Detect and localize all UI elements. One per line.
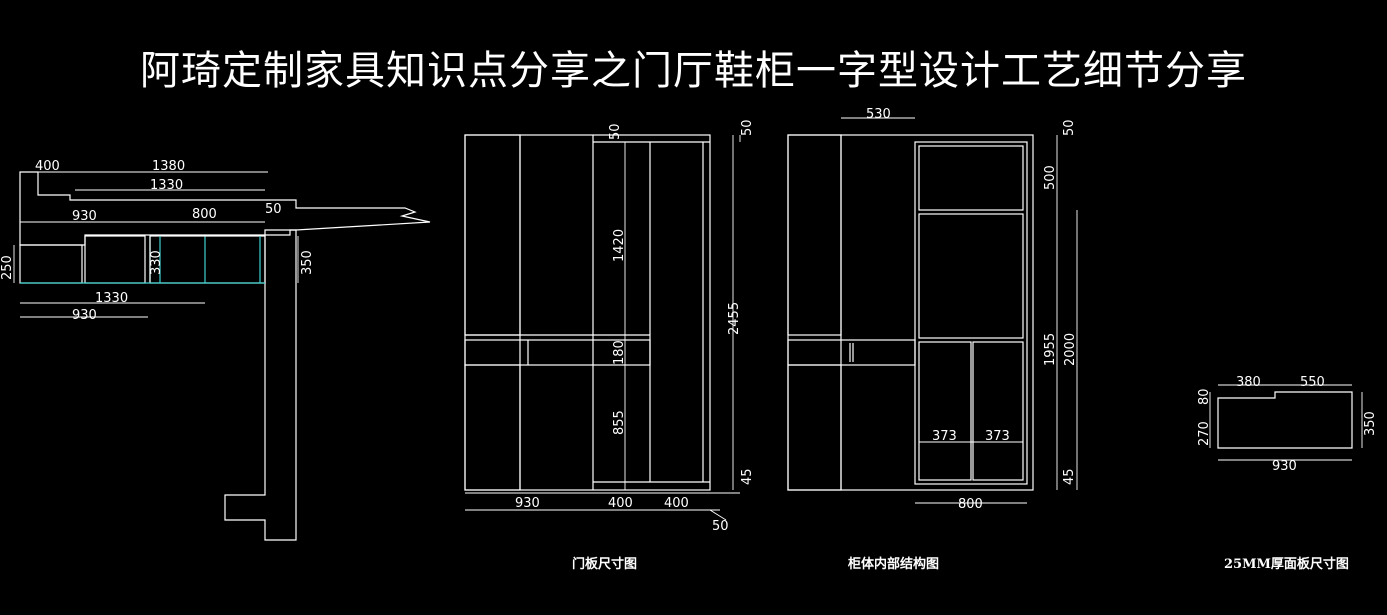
cab-drawer-band <box>787 339 916 366</box>
cab-dim-530: 530 <box>866 107 891 122</box>
door-dim-2455: 2455 <box>727 302 742 335</box>
cab-dim-1955: 1955 <box>1043 333 1058 366</box>
door-drawer-band <box>464 339 651 366</box>
door-wall-lower <box>464 364 521 491</box>
panel-dim-380: 380 <box>1236 375 1261 390</box>
door-outer-frame <box>464 134 711 491</box>
plan-view: 400 1380 1330 930 800 50 250 330 350 133… <box>0 159 431 541</box>
plan-dim-1330-bottom: 1330 <box>95 291 128 306</box>
cab-dim-45: 45 <box>1062 468 1077 485</box>
plan-cabinet-right <box>149 235 266 284</box>
cab-dim-50: 50 <box>1062 119 1077 136</box>
cab-carcass <box>914 141 1028 485</box>
panel-dim-930: 930 <box>1272 459 1297 474</box>
door-panel-elevation: 50 1420 180 855 2455 50 45 930 400 400 5… <box>464 119 755 572</box>
cabinet-internal-caption: 柜体内部结构图 <box>847 556 939 572</box>
plan-cabinet-mid <box>84 235 146 284</box>
plan-dim-50: 50 <box>265 202 282 217</box>
panel-dim-350: 350 <box>1363 411 1378 436</box>
door-dim-400b: 400 <box>664 496 689 511</box>
cab-dim-373a: 373 <box>932 429 957 444</box>
door-dim-45: 45 <box>740 468 755 485</box>
top-panel-outline <box>1217 391 1353 449</box>
cabinet-internal-elevation: 530 50 500 1955 2000 373 373 45 800 柜体内部… <box>787 107 1078 572</box>
door-panel-caption: 门板尺寸图 <box>572 556 637 572</box>
top-panel-caption: 25MM厚面板尺寸图 <box>1224 556 1349 572</box>
cab-wall-upper <box>787 134 842 336</box>
plan-dim-930-bottom: 930 <box>72 308 97 323</box>
plan-cabinet-left <box>19 244 83 284</box>
cab-outer-frame <box>787 134 1034 491</box>
plan-dim-1380: 1380 <box>152 159 185 174</box>
plan-dim-250: 250 <box>0 255 15 280</box>
door-dim-400a: 400 <box>608 496 633 511</box>
panel-dim-270: 270 <box>1197 421 1212 446</box>
cab-dim-500: 500 <box>1043 165 1058 190</box>
plan-dim-330: 330 <box>149 250 164 275</box>
cab-wall-lower <box>787 364 842 491</box>
cab-dim-800: 800 <box>958 497 983 512</box>
plan-dim-930-top: 930 <box>72 209 97 224</box>
plan-dim-350: 350 <box>300 250 315 275</box>
panel-dim-80: 80 <box>1197 388 1212 405</box>
plan-wall-vertical <box>224 229 297 541</box>
plan-dim-1330-top: 1330 <box>150 178 183 193</box>
door-wall-upper <box>464 134 521 336</box>
top-panel-plan: 380 550 80 270 350 930 25MM厚面板尺寸图 <box>1197 375 1378 572</box>
panel-dim-550: 550 <box>1300 375 1325 390</box>
door-dim-855: 855 <box>612 410 627 435</box>
cab-dim-2000: 2000 <box>1063 333 1078 366</box>
door-dim-930: 930 <box>515 496 540 511</box>
drawing-title: 阿琦定制家具知识点分享之门厅鞋柜一字型设计工艺细节分享 <box>140 48 1247 94</box>
plan-dim-800: 800 <box>192 207 217 222</box>
door-dim-1420: 1420 <box>612 229 627 262</box>
cab-dim-373b: 373 <box>985 429 1010 444</box>
door-dim-50b: 50 <box>712 519 729 534</box>
plan-dim-400: 400 <box>35 159 60 174</box>
door-dim-50-top: 50 <box>740 119 755 136</box>
door-dim-50: 50 <box>608 123 623 140</box>
door-dim-180: 180 <box>612 340 627 365</box>
